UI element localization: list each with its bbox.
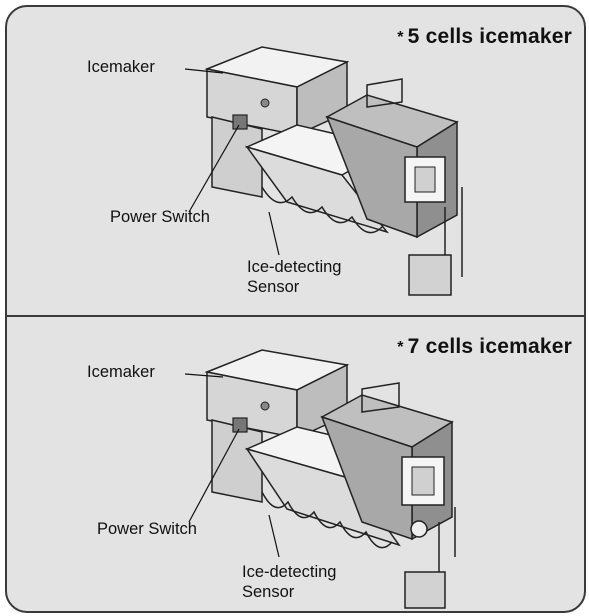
icemaker-label: Icemaker	[87, 362, 155, 382]
panel-7-cells: *7 cells icemaker	[7, 317, 584, 613]
sensor-label-line1: Ice-detecting	[242, 562, 336, 582]
power-switch-label: Power Switch	[97, 519, 197, 539]
panel-5-cells: *5 cells icemaker	[7, 7, 584, 307]
sensor-label-line2: Sensor	[247, 277, 299, 297]
sensor-label-line1: Ice-detecting	[247, 257, 341, 277]
diagram-frame: *5 cells icemaker	[5, 5, 586, 613]
sensor-label-line2: Sensor	[242, 582, 294, 602]
icemaker-label: Icemaker	[87, 57, 155, 77]
power-switch-label: Power Switch	[110, 207, 210, 227]
